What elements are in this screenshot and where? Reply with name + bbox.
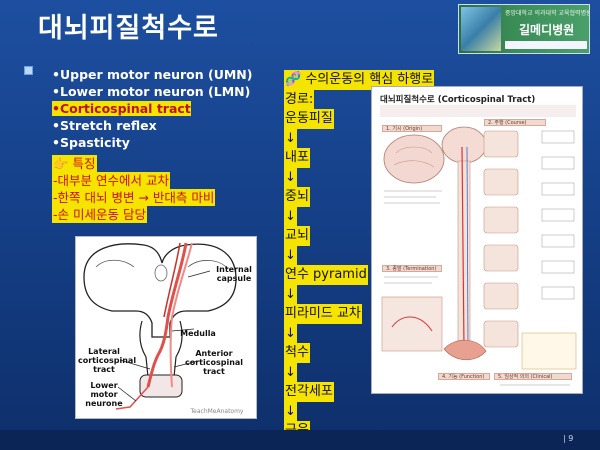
corticospinal-diagram: Internal capsule Medulla Lateral cortico… (75, 236, 257, 419)
pathway-line: 연수 pyramid (284, 265, 368, 285)
label-internal-capsule: Internal capsule (216, 265, 252, 283)
pathway-heading: 🧬 수의운동의 핵심 하행로 (284, 70, 435, 90)
infographic-illustration (381, 126, 577, 386)
pathway-line: ↓ (284, 284, 297, 304)
pathway-line: ↓ (284, 206, 297, 226)
pathway-line: ↓ (284, 128, 297, 148)
pathway-line: 경로: (284, 89, 315, 109)
pathway-line: ↓ (284, 167, 297, 187)
section-clinical: 5. 임상적 의의 (Clinical) (494, 373, 572, 380)
pathway-line: 중뇌 (284, 187, 310, 207)
page-number: | 9 (563, 434, 574, 443)
features-list: 👉 특징 -대부분 연수에서 교차 -한쪽 대뇌 병변 → 반대측 마비 -손 … (52, 155, 216, 223)
feature-item: -대부분 연수에서 교차 (52, 172, 170, 189)
infographic-intro (380, 105, 576, 117)
pathway-line: ↓ (284, 401, 297, 421)
figure-credit: TeachMeAnatomy (190, 408, 244, 415)
list-item: •Upper motor neuron (UMN) (52, 67, 253, 82)
list-item: •Stretch reflex (52, 118, 157, 133)
label-anterior-tract: Anterior corticospinal tract (184, 349, 244, 376)
section-termination: 3. 종말 (Termination) (382, 265, 442, 272)
label-lateral-tract: Lateral corticospinal tract (78, 347, 137, 374)
list-item: •Spasticity (52, 135, 130, 150)
corticospinal-infographic: 대뇌피질척수로 (Corticospinal Tract) 1. 기시 (Ori… (371, 86, 583, 394)
section-function: 4. 기능 (Function) (438, 373, 490, 380)
footer-bar (0, 430, 600, 450)
pathway-line: 교뇌 (284, 226, 310, 246)
logo-name: 길메디병원 (519, 23, 575, 37)
pathway-line: 척수 (284, 343, 310, 363)
slide-title: 대뇌피질척수로 (38, 13, 219, 44)
pathway-line: ↓ (284, 362, 297, 382)
label-medulla: Medulla (180, 329, 216, 338)
pathway-line: 전각세포 (284, 382, 334, 402)
features-heading: 👉 특징 (52, 155, 97, 172)
logo-subtitle: 중앙대학교 의과대학 교육협력병원 (505, 10, 590, 17)
list-item: •Lower motor neuron (LMN) (52, 84, 251, 99)
pathway-line: ↓ (284, 323, 297, 343)
section-course: 2. 주행 (Course) (484, 119, 546, 126)
hospital-logo: 중앙대학교 의과대학 교육협력병원 길메디병원 (458, 4, 590, 54)
hospital-photo (461, 7, 501, 51)
pathway-line: 운동피질 (284, 109, 334, 129)
logo-bar (505, 41, 587, 49)
infographic-title: 대뇌피질척수로 (Corticospinal Tract) (380, 95, 536, 105)
label-lower-motor: Lower motor neurone (85, 381, 123, 408)
section-origin: 1. 기시 (Origin) (382, 125, 442, 132)
pathway-line: ↓ (284, 245, 297, 265)
pathway-line: 피라미드 교차 (284, 304, 362, 324)
feature-item: -한쪽 대뇌 병변 → 반대측 마비 (52, 189, 216, 206)
feature-item: -손 미세운동 담당 (52, 206, 147, 223)
pathway-line: 내포 (284, 148, 310, 168)
pathway-text: 🧬 수의운동의 핵심 하행로 경로: 운동피질 ↓ 내포 ↓ 중뇌 ↓ 교뇌 ↓… (284, 70, 435, 441)
tract-illustration (83, 242, 237, 410)
list-item-highlighted: •Corticospinal tract (52, 101, 191, 116)
bullet-square-icon (24, 66, 33, 75)
concept-list: •Upper motor neuron (UMN) •Lower motor n… (52, 66, 252, 151)
